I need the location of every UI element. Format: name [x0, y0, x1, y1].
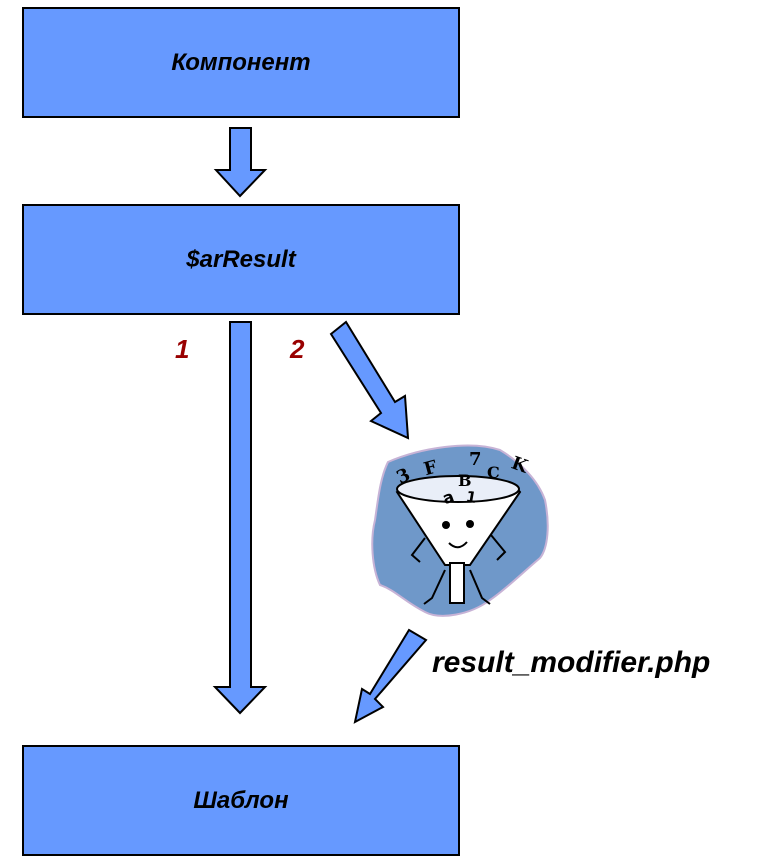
funnel-mouth [448, 541, 468, 549]
funnel-rim [396, 475, 520, 503]
funnel-symbol: B [458, 471, 472, 490]
arrow-component-to-arresult [213, 127, 268, 198]
funnel-spout [449, 562, 465, 604]
funnel-illustration: 3 F 7 B C K a 1 [371, 444, 549, 617]
funnel-symbol: C [487, 463, 500, 482]
funnel-leg-left [423, 569, 446, 605]
funnel-eye-left [442, 521, 450, 529]
funnel-arm-right [490, 534, 507, 561]
path-2-number: 2 [290, 334, 305, 364]
arrow-filter-to-template [353, 628, 428, 724]
result-modifier-label: result_modifier.php [432, 646, 711, 679]
path-1-number: 1 [175, 334, 190, 364]
component-box: Компонент [22, 7, 460, 118]
funnel-symbol: 7 [469, 449, 482, 470]
arrow-path-2-to-filter [329, 320, 410, 440]
arrow-path-1 [212, 321, 268, 715]
funnel-symbol: 1 [464, 487, 477, 507]
funnel-symbol: F [422, 457, 440, 481]
arresult-box: $arResult [22, 204, 460, 315]
component-box-label: Компонент [171, 48, 311, 76]
template-box-label: Шаблон [193, 786, 289, 814]
funnel-leg-right [469, 569, 491, 605]
funnel-arm-left [410, 537, 426, 563]
funnel-eye-right [466, 520, 474, 528]
arresult-box-label: $arResult [186, 245, 296, 273]
template-box: Шаблон [22, 745, 460, 856]
